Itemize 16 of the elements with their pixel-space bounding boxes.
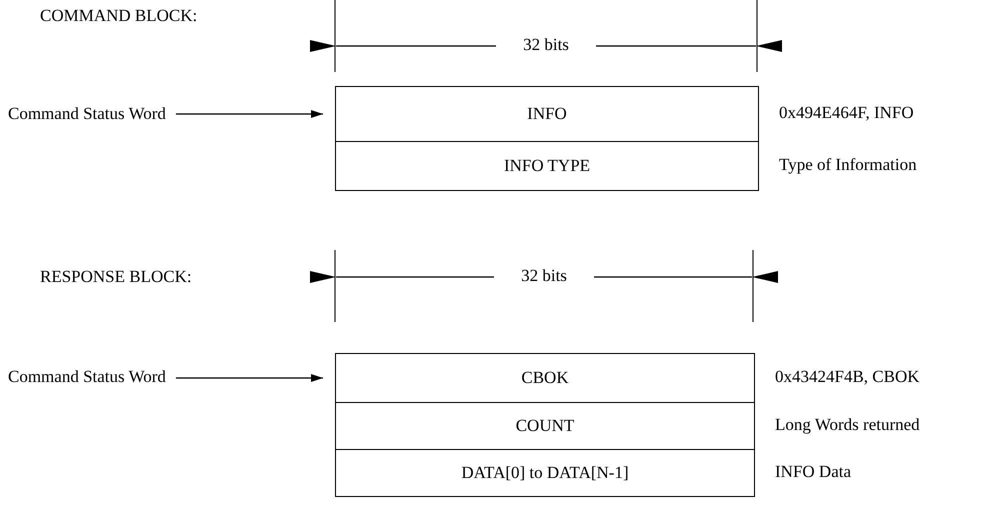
- field-description: Long Words returned: [775, 415, 920, 435]
- register-field: CBOK: [335, 353, 755, 403]
- block-heading: RESPONSE BLOCK:: [40, 267, 192, 287]
- arrow: [176, 110, 323, 118]
- register-field: INFO TYPE: [335, 141, 759, 191]
- pointer-label: Command Status Word: [8, 104, 166, 124]
- field-description: INFO Data: [775, 462, 852, 482]
- field-description: 0x43424F4B, CBOK: [775, 367, 920, 387]
- block-heading: COMMAND BLOCK:: [40, 6, 198, 26]
- register-field: INFO: [335, 86, 759, 142]
- register-field: DATA[0] to DATA[N-1]: [335, 449, 755, 497]
- register-field: COUNT: [335, 402, 755, 450]
- pointer-label: Command Status Word: [8, 367, 166, 387]
- field-description: 0x494E464F, INFO: [779, 103, 914, 123]
- field-description: Type of Information: [779, 155, 917, 175]
- arrow: [176, 374, 323, 382]
